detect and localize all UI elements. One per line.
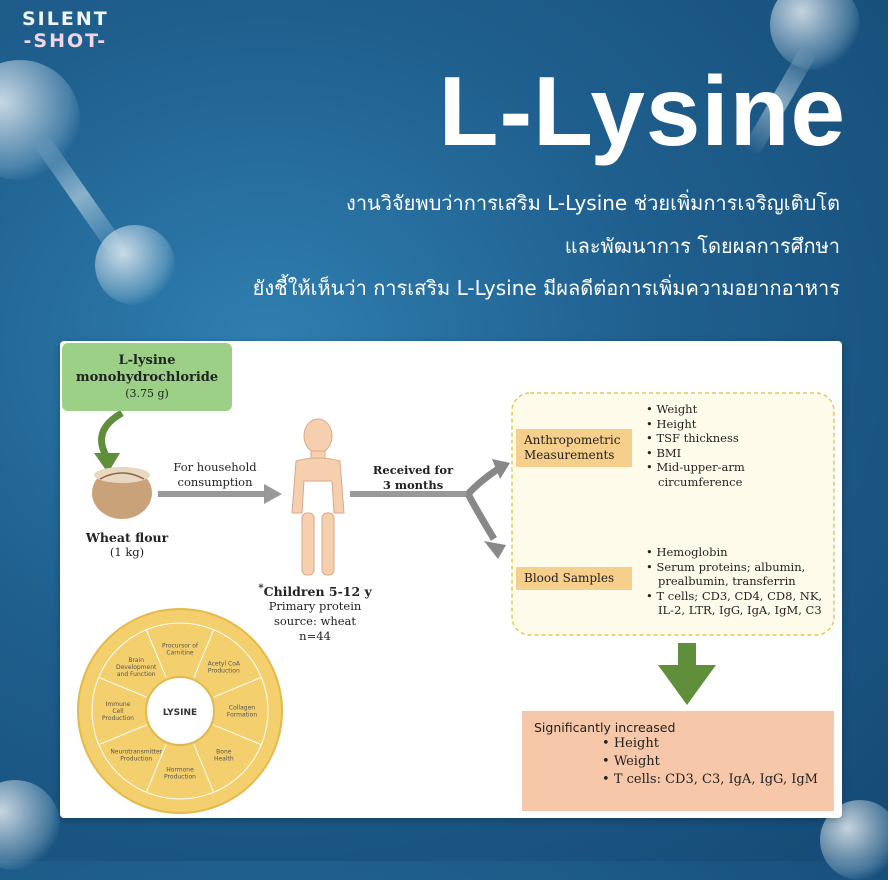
- received-line1: Received for: [372, 463, 454, 477]
- result-arrowhead: [658, 665, 716, 705]
- children-line3: n=44: [299, 629, 331, 644]
- blood-samples-list: Hemoglobin Serum proteins; albumin, prea…: [646, 545, 832, 618]
- list-item: Serum proteins; albumin,: [646, 560, 832, 575]
- household-arrowhead: [264, 484, 282, 504]
- children-star: *: [258, 582, 264, 594]
- result-list: Height Weight T cells: CD3, C3, IgA, IgG…: [602, 735, 834, 789]
- list-item: Mid-upper-arm: [646, 460, 826, 475]
- wheel-center-label: LYSINE: [163, 708, 197, 718]
- list-item: Weight: [602, 753, 834, 771]
- list-item: T cells; CD3, CD4, CD8, NK,: [646, 589, 832, 604]
- anthro-label-line1: Anthropometric: [524, 433, 621, 447]
- list-item: circumference: [658, 474, 743, 489]
- child-figure-icon: [291, 418, 345, 576]
- children-label: *Children 5-12 y Primary protein source:…: [250, 581, 380, 644]
- received-arrow-shaft: [350, 491, 468, 497]
- children-line1: Primary protein: [268, 599, 362, 614]
- subtitle-line-1: งานวิจัยพบว่าการเสริม L-Lysine ช่วยเพิ่ม…: [346, 191, 840, 215]
- anthro-label-line2: Measurements: [524, 448, 615, 462]
- household-label: For household consumption: [160, 460, 270, 490]
- brand-logo: SILENT -SHOT-: [22, 8, 109, 52]
- lysine-supplement-box: L-lysine monohydrochloride (3.75 g): [62, 343, 232, 411]
- list-item: Weight: [646, 402, 826, 417]
- children-line2: source: wheat: [273, 614, 357, 629]
- wheel-center: [145, 676, 215, 746]
- subtitle-line-2: และพัฒนาการ โดยผลการศึกษา: [564, 234, 840, 258]
- list-item: IL-2, LTR, IgG, IgA, IgM, C3: [658, 603, 822, 617]
- result-box: Significantly increased Height Weight T …: [522, 711, 834, 811]
- flour-label-group: Wheat flour (1 kg): [72, 530, 182, 560]
- received-line2: 3 months: [382, 478, 444, 492]
- brand-line1: SILENT: [22, 8, 109, 30]
- subtitle-line-3: ยังชี้ให้เห็นว่า การเสริม L-Lysine มีผลด…: [252, 276, 840, 300]
- lysine-name-2: monohydrochloride: [75, 370, 219, 385]
- flour-label: Wheat flour: [85, 530, 169, 545]
- blood-samples-label: Blood Samples: [516, 567, 632, 590]
- green-arrowhead: [94, 453, 120, 473]
- received-label: Received for 3 months: [358, 463, 468, 493]
- anthropometric-label: Anthropometric Measurements: [516, 429, 632, 467]
- children-title: Children 5-12 y: [263, 584, 372, 600]
- list-item: BMI: [646, 446, 826, 461]
- list-item: Height: [602, 735, 834, 753]
- brand-line2: -SHOT-: [23, 30, 108, 52]
- branch-up-arrow: [465, 466, 500, 497]
- household-arrow-shaft: [158, 491, 266, 497]
- list-item: Hemoglobin: [646, 545, 832, 560]
- lysine-name: L-lysine: [118, 353, 176, 368]
- flour-sack-icon: [92, 467, 152, 519]
- list-item: prealbumin, transferrin: [658, 574, 796, 588]
- flour-amount: (1 kg): [109, 545, 145, 559]
- lysine-dose: (3.75 g): [125, 387, 169, 400]
- list-item: TSF thickness: [646, 431, 826, 446]
- green-curve-arrow: [98, 409, 124, 461]
- result-arrow-shaft: [678, 643, 696, 667]
- anthropometric-list: Weight Height TSF thickness BMI Mid-uppe…: [646, 402, 826, 489]
- result-heading: Significantly increased: [534, 720, 676, 735]
- page-title: L-Lysine: [438, 56, 846, 166]
- household-line1: For household: [173, 460, 257, 474]
- branch-down-arrow: [464, 492, 497, 541]
- list-item: T cells: CD3, C3, IgA, IgG, IgM: [602, 771, 834, 789]
- list-item: Height: [646, 417, 826, 432]
- household-line2: consumption: [177, 475, 253, 489]
